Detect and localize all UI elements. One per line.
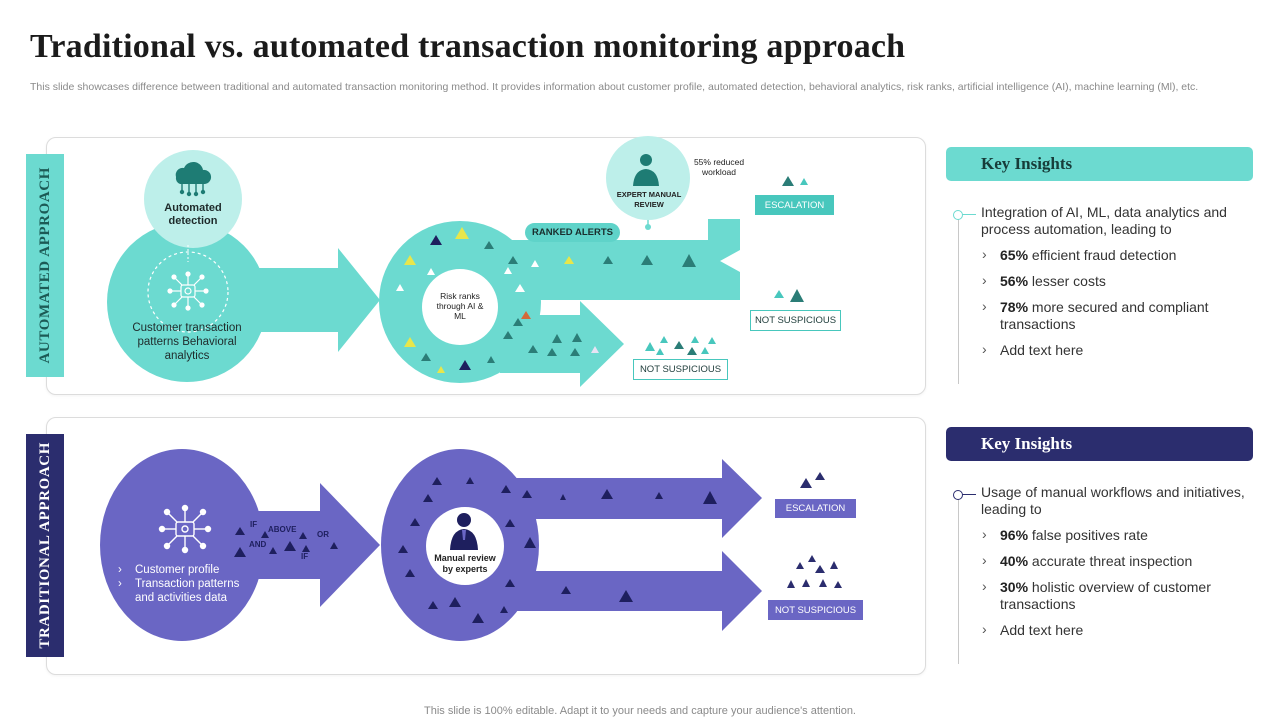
- patterns-text: Customer transaction patterns Behavioral…: [132, 322, 242, 362]
- rule-word: AND: [249, 540, 267, 549]
- slide-subtitle: This slide showcases difference between …: [30, 81, 1199, 93]
- traditional-escalation-tag: ESCALATION: [775, 499, 856, 518]
- automated-not-suspicious-tag-1: NOT SUSPICIOUS: [750, 310, 841, 331]
- traditional-section-label: TRADITIONAL APPROACH: [26, 434, 64, 657]
- lower-output-arrow: [500, 301, 624, 387]
- insight-item: 40% accurate threat inspection: [981, 552, 1256, 570]
- detection-label: Automated detection: [164, 202, 222, 227]
- ranked-alerts-tag: RANKED ALERTS: [525, 223, 620, 242]
- rule-arrow: [240, 483, 380, 607]
- insight-item: Add text here: [981, 341, 1256, 359]
- network-icon-ring: [147, 251, 229, 333]
- upper-trad-arrow: [500, 459, 762, 538]
- insight-item: 96% false positives rate: [981, 526, 1256, 544]
- rule-word: ABOVE: [268, 525, 297, 534]
- profile-item: ›Transaction patterns and activities dat…: [118, 578, 240, 604]
- profile-network-icon: [158, 504, 212, 554]
- insight-item: 78% more secured and compliant transacti…: [981, 298, 1256, 333]
- insight-item: 30% holistic overview of customer transa…: [981, 578, 1256, 613]
- insight-line: [958, 214, 959, 384]
- expert-person-icon-2: [450, 513, 478, 550]
- traditional-alert-triangles: [234, 472, 842, 623]
- insight-connector: [962, 494, 976, 495]
- input-arrow: [250, 248, 380, 352]
- risk-hub-inner: [422, 269, 498, 345]
- insight-list: 65% efficient fraud detection 56% lesser…: [981, 246, 1256, 368]
- insight-intro: Integration of AI, ML, data analytics an…: [981, 204, 1227, 237]
- slide-footer: This slide is 100% editable. Adapt it to…: [424, 705, 856, 717]
- key-insights-header-traditional: Key Insights: [946, 427, 1253, 461]
- automated-alert-triangles: [396, 176, 808, 373]
- automated-not-suspicious-tag-2: NOT SUSPICIOUS: [633, 359, 728, 380]
- insight-item: Add text here: [981, 621, 1256, 639]
- insight-intro: Usage of manual workflows and initiative…: [981, 484, 1245, 517]
- insight-dot: [953, 490, 963, 500]
- expert-review-label: EXPERT MANUAL REVIEW: [616, 190, 682, 209]
- key-insights-header-automated: Key Insights: [946, 147, 1253, 181]
- lower-trad-arrow: [500, 551, 762, 631]
- patterns-circle: [107, 222, 267, 382]
- risk-hub-label: Risk ranks through AI & ML: [436, 291, 484, 321]
- insight-item: 56% lesser costs: [981, 272, 1256, 290]
- automated-section-label: AUTOMATED APPROACH: [26, 154, 64, 377]
- rule-word: IF: [250, 520, 258, 529]
- profile-items: ›Customer profile ›Transaction patterns …: [118, 563, 258, 605]
- detection-circle: [144, 150, 242, 248]
- slide-title: Traditional vs. automated transaction mo…: [30, 28, 906, 65]
- insight-line: [958, 494, 959, 664]
- traditional-flow: [100, 449, 842, 641]
- profile-circle: [100, 449, 264, 641]
- insight-list: 96% false positives rate 40% accurate th…: [981, 526, 1256, 648]
- profile-item: ›Customer profile: [118, 564, 220, 576]
- network-icon: [167, 271, 209, 311]
- traditional-not-suspicious-tag: NOT SUSPICIOUS: [768, 600, 863, 620]
- automated-flow: [107, 136, 808, 387]
- rule-word: IF: [301, 552, 309, 561]
- rule-word: OR: [317, 530, 329, 539]
- insight-item: 65% efficient fraud detection: [981, 246, 1256, 264]
- cloud-network-icon: [175, 161, 212, 197]
- insight-dot: [953, 210, 963, 220]
- insight-connector: [962, 214, 976, 215]
- expert-person-icon: [633, 154, 659, 186]
- automated-escalation-tag: ESCALATION: [755, 195, 834, 215]
- reduced-workload-label: 55% reduced workload: [693, 157, 745, 177]
- manual-hub-label: Manual review by experts: [434, 553, 496, 574]
- upper-output-arrow: [500, 219, 740, 300]
